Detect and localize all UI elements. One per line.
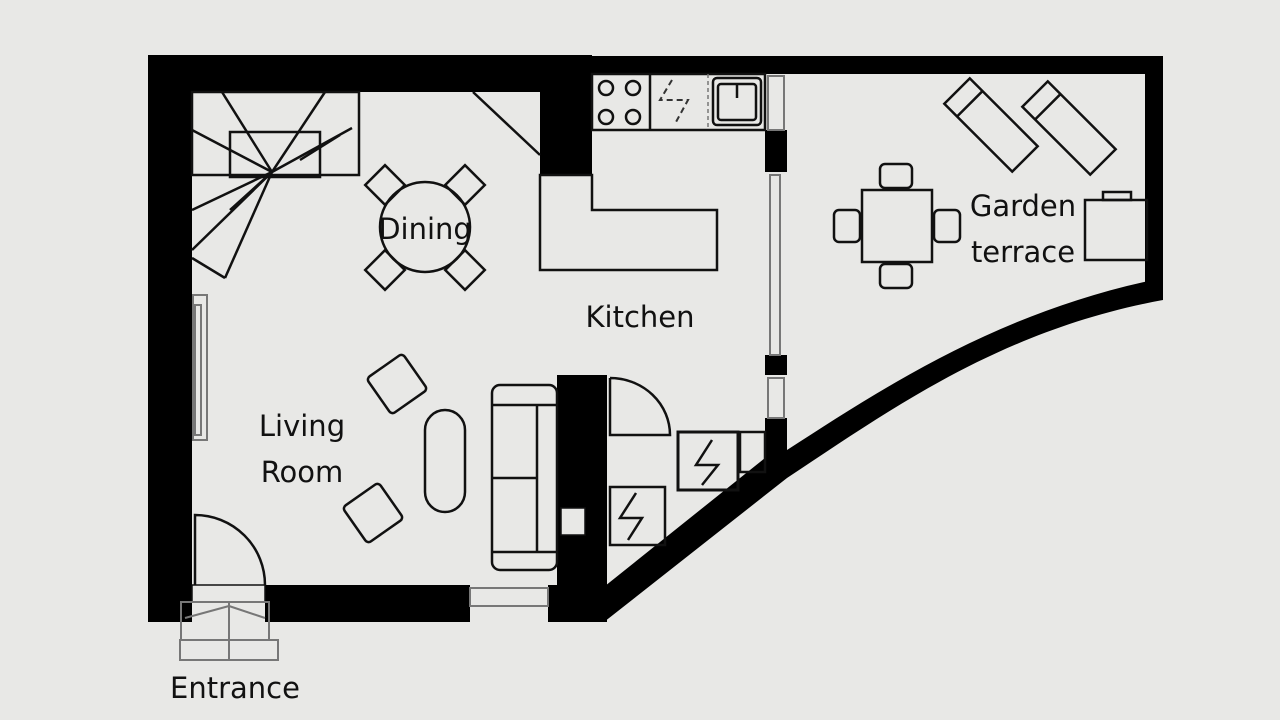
curved-garden-wall xyxy=(590,278,1163,622)
utility-area xyxy=(608,376,767,547)
sofa xyxy=(490,383,559,572)
room-label-entrance: Entrance xyxy=(170,671,300,705)
windows xyxy=(192,75,785,607)
partition-wall-3 xyxy=(765,418,787,458)
inner-wall xyxy=(557,375,607,622)
entrance-steps xyxy=(179,601,279,661)
left-wall xyxy=(148,55,192,622)
kitchen-counter-top xyxy=(590,72,767,132)
room-label-garden-2: terrace xyxy=(971,235,1075,269)
garden-table-set xyxy=(832,162,962,290)
kitchen-island xyxy=(538,173,719,272)
appliance-box-2 xyxy=(608,485,667,547)
dining-set: Dining xyxy=(363,163,487,292)
partition-wall-1 xyxy=(765,130,787,172)
entrance: Entrance xyxy=(170,513,300,705)
appliance-box-1 xyxy=(676,430,740,492)
window-kitchen-bottom xyxy=(767,377,785,419)
garden-right-wall xyxy=(1145,56,1163,286)
stove-icon xyxy=(597,79,642,126)
staircase xyxy=(190,90,541,280)
dining-table xyxy=(378,180,472,274)
partition-wall-2 xyxy=(765,355,787,375)
appliance-icon xyxy=(658,79,690,123)
dining-chairs xyxy=(363,163,487,292)
entrance-door xyxy=(193,513,267,586)
top-wall-kitchen-garden xyxy=(592,56,1163,74)
closet-door xyxy=(608,376,672,437)
sun-loungers xyxy=(942,76,1118,177)
bottom-wall xyxy=(265,585,470,622)
top-wall-living xyxy=(148,55,592,92)
window-living-bottom xyxy=(469,587,549,607)
room-label-living-1: Living xyxy=(259,409,345,443)
room-label-garden-1: Garden xyxy=(970,189,1076,223)
barbecue xyxy=(1083,190,1149,262)
room-label-dining: Dining xyxy=(378,212,472,246)
glass-door-kitchen xyxy=(769,174,781,356)
kitchen: Kitchen xyxy=(538,72,767,334)
coffee-table xyxy=(423,408,467,514)
wall-niche xyxy=(560,507,586,536)
fireplace-inner xyxy=(194,304,202,436)
room-label-living-2: Room xyxy=(261,455,344,489)
living-room: Living Room xyxy=(259,353,559,572)
window-kitchen-top xyxy=(767,75,785,131)
garden-terrace: Garden terrace xyxy=(832,76,1149,290)
fireplace xyxy=(192,294,208,441)
armchairs xyxy=(342,353,428,544)
room-label-kitchen: Kitchen xyxy=(586,300,695,334)
walls xyxy=(148,55,1163,622)
pillar xyxy=(540,92,592,175)
sink-icon xyxy=(711,76,763,127)
